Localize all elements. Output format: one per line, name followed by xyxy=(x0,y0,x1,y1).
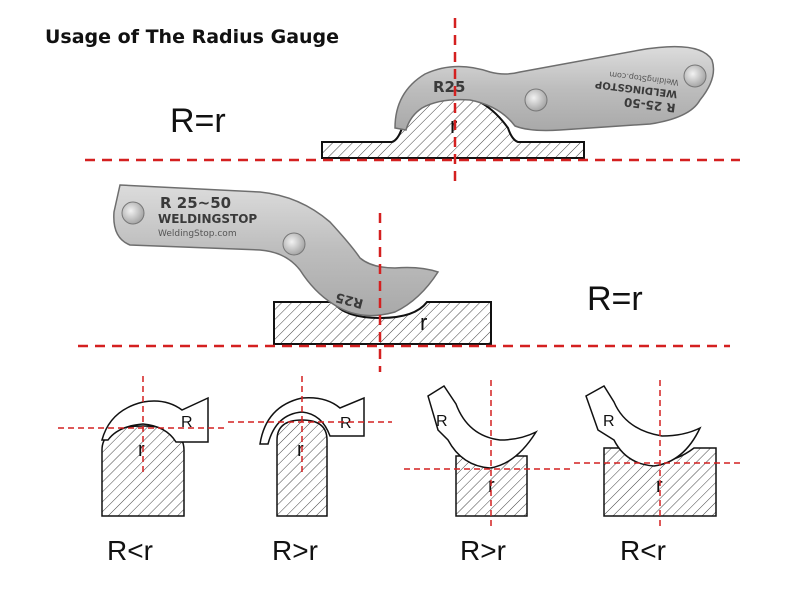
middle-gauge-mark: R25 xyxy=(334,289,365,311)
small-1-profile-label: r xyxy=(138,439,145,461)
top-gauge-mark: R25 xyxy=(433,78,465,96)
small-example-2: R r xyxy=(259,396,365,517)
small-2-profile-label: r xyxy=(297,439,304,461)
small-4-gauge-label: R xyxy=(603,413,615,430)
small-example-1: R r xyxy=(101,396,209,517)
small-2-gauge-label: R xyxy=(340,415,352,432)
middle-gauge: R 25~50 WELDINGSTOP WeldingStop.com R25 xyxy=(113,184,440,317)
gauge-rivet-icon xyxy=(683,64,707,88)
gauge-rivet-icon xyxy=(121,201,145,225)
middle-gauge-site: WeldingStop.com xyxy=(158,229,237,239)
top-example: R25 R 25-50 WELDINGSTOP WeldingStop.com … xyxy=(321,45,715,159)
middle-gauge-range: R 25~50 xyxy=(160,194,231,212)
caption-example-2: R>r xyxy=(272,535,318,566)
middle-equation: R=r xyxy=(587,280,643,318)
top-profile-label: r xyxy=(450,113,457,138)
small-1-gauge-label: R xyxy=(181,414,193,431)
small-example-3: R r xyxy=(427,384,539,517)
middle-profile-label: r xyxy=(420,310,427,335)
gauge-rivet-icon xyxy=(282,232,306,256)
top-gauge-range: R 25-50 xyxy=(623,95,676,115)
caption-example-3: R>r xyxy=(460,535,506,566)
gauge-rivet-icon xyxy=(524,88,548,112)
middle-gauge-brand: WELDINGSTOP xyxy=(158,212,257,226)
page-title: Usage of The Radius Gauge xyxy=(45,26,340,48)
small-example-4: R r xyxy=(585,384,717,517)
caption-example-1: R<r xyxy=(107,535,153,566)
top-gauge: R25 R 25-50 WELDINGSTOP WeldingStop.com xyxy=(394,45,715,132)
middle-example: R 25~50 WELDINGSTOP WeldingStop.com R25 … xyxy=(113,184,492,345)
small-3-gauge-label: R xyxy=(436,413,448,430)
caption-example-4: R<r xyxy=(620,535,666,566)
guide-lines xyxy=(58,18,744,528)
top-equation: R=r xyxy=(170,102,226,140)
